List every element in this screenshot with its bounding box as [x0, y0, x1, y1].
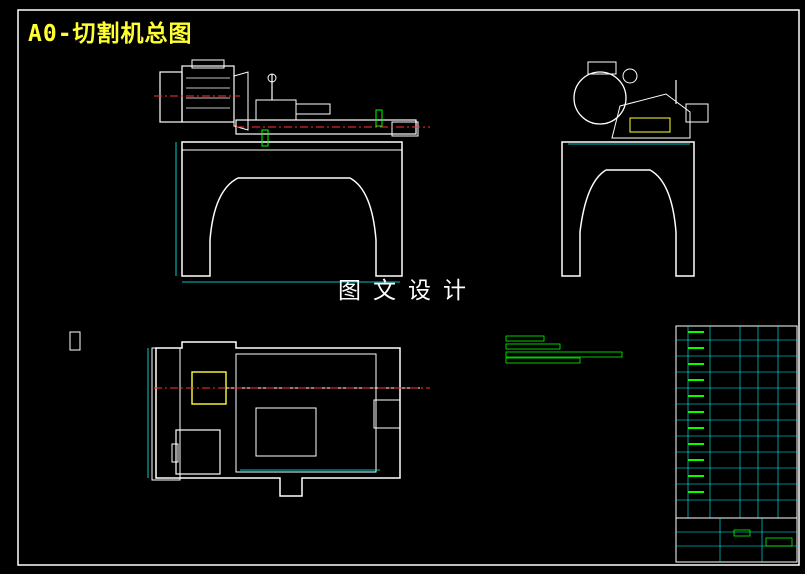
- side-workpiece: [685, 103, 709, 123]
- front-motor-body: [181, 65, 235, 123]
- front-belt-guard: [233, 71, 249, 131]
- front-green-part: [261, 129, 269, 147]
- side-motor-body: [573, 71, 627, 125]
- note-line: [505, 357, 581, 364]
- note-line: [505, 343, 561, 350]
- title-block-border: [675, 517, 798, 563]
- top-base-plate: [155, 341, 401, 497]
- front-cutting-head: [255, 99, 297, 121]
- parts-list-table: [675, 325, 798, 519]
- detail-symbol: [69, 331, 81, 351]
- front-end-stop: [391, 121, 419, 137]
- front-green-part: [375, 109, 383, 127]
- front-motor-top-box: [191, 59, 225, 69]
- side-cutting-arm: [611, 93, 691, 139]
- top-end-clamp: [373, 399, 401, 429]
- side-motor-top-box: [587, 61, 617, 75]
- technical-notes: [505, 335, 623, 364]
- top-work-table: [235, 353, 377, 473]
- front-view: [154, 59, 430, 283]
- note-line: [505, 335, 545, 342]
- top-motor: [175, 429, 221, 475]
- top-cutting-carriage: [255, 407, 317, 457]
- side-view: [561, 61, 709, 277]
- front-vise: [295, 103, 331, 115]
- note-line: [505, 351, 623, 358]
- parts-list-border: [675, 325, 798, 519]
- sheet-border: [17, 9, 800, 566]
- watermark-text: 图文设计: [338, 278, 478, 304]
- front-table-frame: [181, 141, 403, 277]
- top-view: [147, 341, 430, 497]
- side-pulley: [622, 68, 638, 84]
- front-lever-knob: [267, 73, 277, 83]
- title-block-stamp: [733, 529, 751, 537]
- side-table-frame: [561, 141, 695, 277]
- front-motor-end-cap: [159, 71, 183, 123]
- side-hatched-part: [629, 117, 671, 133]
- title-block: [675, 517, 798, 563]
- drawing-title: A0-切割机总图: [28, 21, 193, 47]
- title-block-stamp: [765, 537, 793, 547]
- top-left-frame: [151, 347, 181, 481]
- top-motor-end: [171, 443, 179, 463]
